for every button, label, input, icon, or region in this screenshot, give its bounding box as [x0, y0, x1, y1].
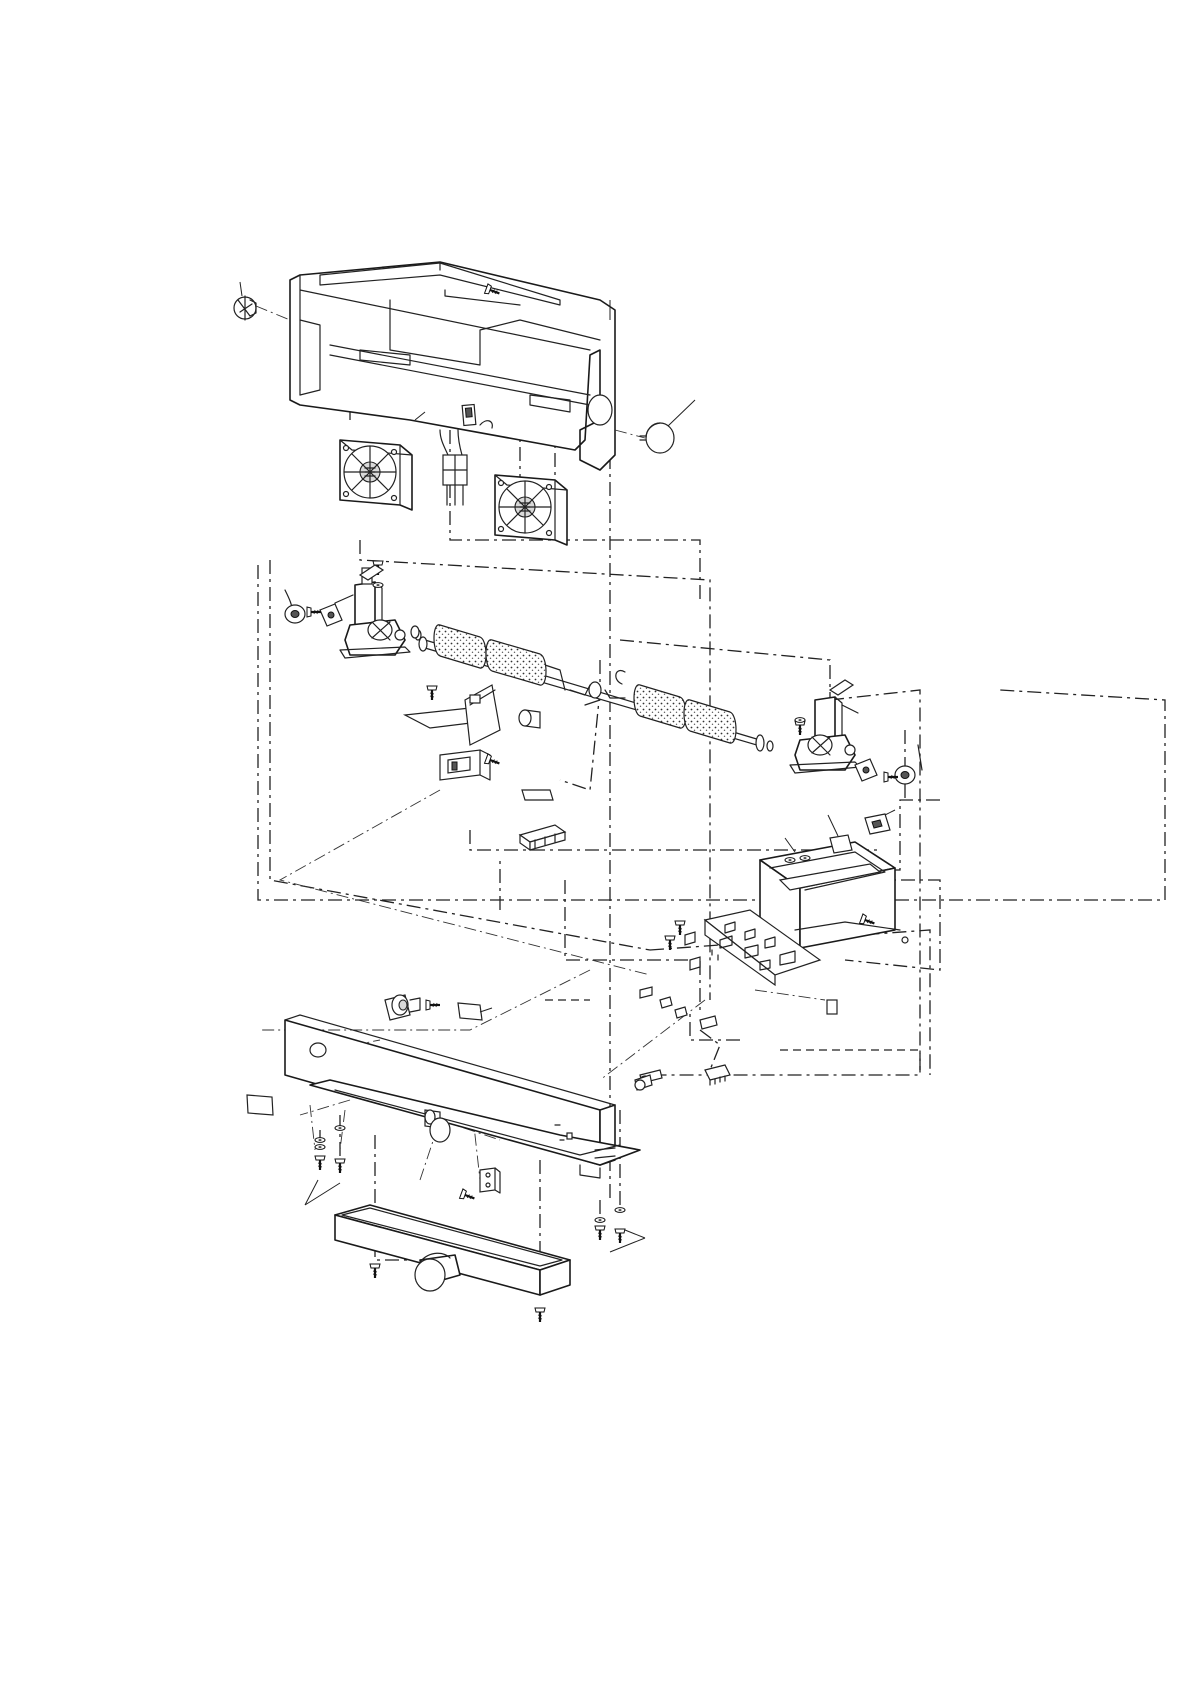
- fan-connector: [440, 430, 467, 505]
- bushing: [519, 710, 540, 728]
- pcb-box: [760, 842, 908, 948]
- sensor-bracket: [405, 685, 501, 780]
- fan-left: [340, 440, 412, 510]
- screw-icon: [427, 686, 437, 700]
- grommet-icon: [855, 745, 922, 784]
- solenoid-right: [790, 680, 860, 773]
- screw-icon: [426, 1000, 440, 1010]
- top-cover: [290, 262, 615, 470]
- screw-icon: [315, 1156, 325, 1170]
- washer-icon: [595, 1218, 605, 1223]
- grommet-icon: [865, 810, 895, 834]
- screw-icon: [370, 1264, 380, 1278]
- grommet-icon: [285, 590, 342, 626]
- screw-icon: [615, 1229, 625, 1243]
- connector-block: [520, 825, 565, 850]
- screw-icon: [665, 936, 675, 950]
- fan-right: [495, 475, 567, 545]
- washer-icon: [795, 718, 805, 723]
- washer-icon: [315, 1138, 325, 1143]
- screw-icon: [485, 754, 502, 768]
- solenoid-left: [335, 561, 410, 658]
- label-plate: [247, 1095, 273, 1115]
- label-plate: [458, 1003, 492, 1020]
- washer-icon: [373, 583, 383, 588]
- sensor-bracket: [460, 1168, 500, 1203]
- front-panel: [285, 1015, 640, 1178]
- screw-icon: [595, 1226, 605, 1240]
- screw-icon: [460, 1189, 477, 1203]
- cover-plug: [615, 400, 695, 453]
- screw-icon: [307, 607, 321, 617]
- connector-block: [635, 1075, 652, 1090]
- drain-tray: [335, 1205, 570, 1295]
- connector-block: [640, 987, 837, 1085]
- washer-icon: [335, 1126, 345, 1131]
- screw-icon: [535, 1308, 545, 1322]
- screw-icon: [795, 721, 805, 735]
- grommet-icon: [385, 995, 440, 1020]
- cover-knob: [234, 282, 290, 320]
- label-plate: [522, 790, 553, 800]
- washer-icon: [615, 1208, 625, 1213]
- screw-icon: [675, 921, 685, 935]
- screw-icon: [335, 1159, 345, 1173]
- washer-icon: [315, 1145, 325, 1150]
